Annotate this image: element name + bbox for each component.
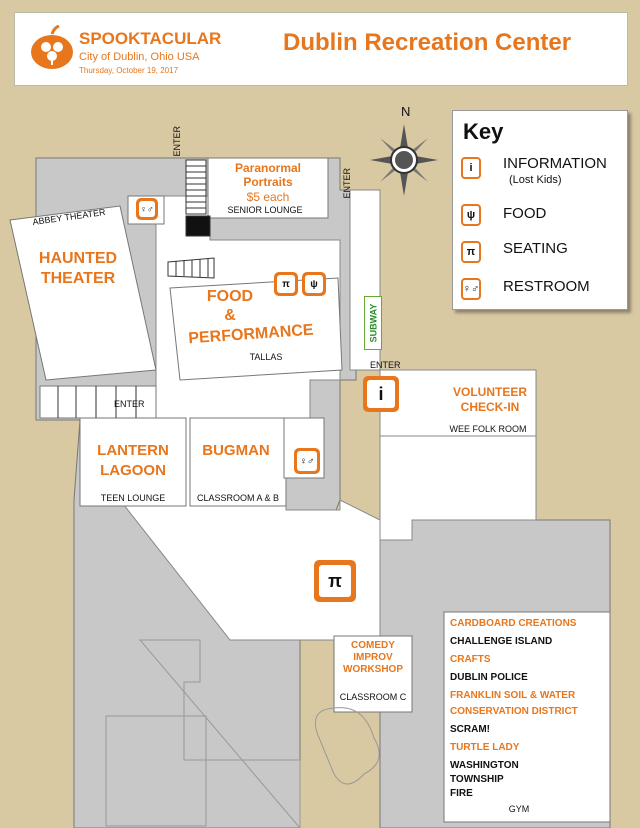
gym-activity-item: CARDBOARD CREATIONS — [450, 618, 577, 629]
paranormal-price: $5 each — [246, 190, 290, 204]
room-label: CLASSROOM A & B — [196, 493, 280, 503]
gym-activity-item: WASHINGTON — [450, 760, 519, 771]
pumpkin-logo-icon — [31, 25, 73, 69]
gym-activity-item: CONSERVATION DISTRICT — [450, 706, 578, 717]
information-icon: i — [461, 157, 481, 179]
volunteer-title-2: CHECK-IN — [460, 400, 520, 414]
volunteer-title-1: VOLUNTEER — [452, 385, 527, 399]
entrance-label: ENTER — [370, 360, 401, 370]
entrance-label: ENTER — [342, 168, 352, 199]
key-item-label: INFORMATION — [503, 155, 607, 172]
key-item-label: RESTROOM — [503, 278, 590, 295]
food-icon: ψ — [302, 272, 326, 296]
event-city: City of Dublin, Ohio USA — [79, 51, 200, 63]
food-icon: ψ — [461, 204, 481, 226]
gym-activity-item: CRAFTS — [450, 654, 491, 665]
haunted-theater-title-1: HAUNTED — [38, 250, 118, 267]
subway-sign: SUBWAY — [364, 296, 382, 350]
room-label: TALLAS — [249, 352, 283, 362]
seating-icon: π — [274, 272, 298, 296]
gym-activity-item: TURTLE LADY — [450, 742, 520, 753]
room-label: TEEN LOUNGE — [100, 493, 166, 503]
room-label: WEE FOLK ROOM — [449, 424, 527, 434]
paranormal-title: Paranormal Portraits — [234, 161, 302, 189]
restroom-icon: ♀♂ — [136, 198, 158, 220]
map-key: Key i INFORMATION (Lost Kids) ψ FOOD π S… — [452, 110, 628, 310]
restroom-icon: ♀♂ — [294, 448, 320, 474]
bugman-title: BUGMAN — [202, 442, 270, 459]
comedy-title-2: IMPROV — [353, 652, 393, 663]
venue-title: Dublin Recreation Center — [283, 29, 572, 56]
compass-rose-icon — [370, 124, 438, 196]
gym-activity-item: CHALLENGE ISLAND — [450, 636, 553, 647]
gym-activity-item: SCRAM! — [450, 724, 490, 735]
gym-activity-item: FIRE — [450, 788, 473, 799]
subway-label: SUBWAY — [368, 303, 378, 343]
gym-activity-item: FRANKLIN SOIL & WATER — [450, 690, 576, 701]
key-item-label: FOOD — [503, 205, 547, 222]
information-icon: i — [363, 376, 399, 412]
lantern-title-1: LANTERN — [97, 442, 169, 459]
key-title: Key — [463, 119, 504, 144]
key-item-sub: (Lost Kids) — [509, 174, 562, 186]
room-label: CLASSROOM C — [339, 692, 407, 702]
entrance-label: ENTER — [114, 399, 145, 409]
room-label: GYM — [508, 804, 530, 814]
restroom-icon: ♀♂ — [461, 278, 481, 300]
lantern-title-2: LAGOON — [100, 462, 166, 479]
food-title-1: FOOD — [206, 288, 254, 305]
key-item-label: SEATING — [503, 240, 568, 257]
haunted-theater-title-2: THEATER — [40, 270, 116, 287]
comedy-title-1: COMEDY — [351, 640, 395, 651]
header-banner: SPOOKTACULAR City of Dublin, Ohio USA Th… — [14, 12, 628, 86]
seating-icon: π — [314, 560, 356, 602]
entrance-label: ENTER — [172, 126, 182, 157]
gym-activity-item: TOWNSHIP — [450, 774, 504, 785]
event-date: Thursday, October 19, 2017 — [79, 66, 179, 75]
seating-icon: π — [461, 241, 481, 263]
gym-activity-item: DUBLIN POLICE — [450, 672, 528, 683]
compass-north-label: N — [401, 104, 411, 119]
comedy-title-3: WORKSHOP — [343, 664, 403, 675]
room-label: SENIOR LOUNGE — [227, 205, 303, 215]
event-name: SPOOKTACULAR — [79, 29, 222, 48]
food-title-2: & — [224, 307, 236, 324]
